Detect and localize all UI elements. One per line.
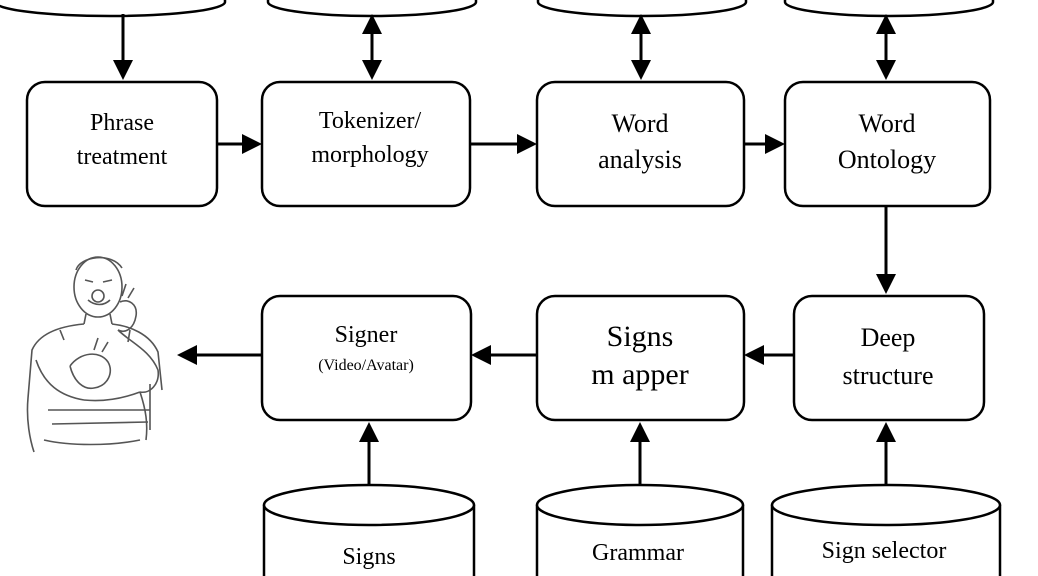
top-db-4 <box>783 0 995 18</box>
box-deep-structure: Deep structure <box>792 294 986 422</box>
arrow-db3-wordanalysis <box>631 14 651 80</box>
svg-text:analysis: analysis <box>598 145 682 174</box>
svg-text:Grammar: Grammar <box>592 540 684 566</box>
arrow-signer-to-figure <box>177 345 262 365</box>
arrow-grammar-db-to-mapper <box>630 422 650 484</box>
box-tokenizer-morphology: Tokenizer/ morphology <box>260 80 472 208</box>
db-signs: Signs <box>262 483 476 576</box>
svg-text:treatment: treatment <box>77 144 168 170</box>
svg-text:morphology: morphology <box>311 142 428 168</box>
svg-text:Signs: Signs <box>342 544 395 570</box>
arrow-db2-tokenizer <box>362 14 382 80</box>
db-sign-selector: Sign selector <box>770 483 1002 576</box>
arrow-deep-to-mapper <box>744 345 794 365</box>
arrow-ontology-to-deep <box>876 206 896 294</box>
top-db-3 <box>536 0 748 18</box>
sign-language-person-icon <box>26 256 163 453</box>
svg-text:Word: Word <box>858 109 915 138</box>
svg-text:Deep: Deep <box>861 323 916 352</box>
arrow-db1-to-phrase <box>113 14 133 80</box>
svg-text:m apper: m apper <box>591 358 688 391</box>
arrow-tokenizer-to-wordanalysis <box>470 134 537 154</box>
svg-text:Phrase: Phrase <box>90 110 154 136</box>
arrow-db4-ontology <box>876 14 896 80</box>
svg-text:(Video/Avatar): (Video/Avatar) <box>318 357 414 374</box>
box-word-ontology: Word Ontology <box>783 80 992 208</box>
arrow-signs-db-to-signer <box>359 422 379 484</box>
svg-text:Signs: Signs <box>607 320 674 353</box>
box-word-analysis: Word analysis <box>535 80 746 208</box>
svg-text:Signer: Signer <box>335 322 398 348</box>
box-signer: Signer (Video/Avatar) <box>260 294 473 422</box>
box-signs-mapper: Signs m apper <box>535 294 746 422</box>
box-phrase-treatment: Phrase treatment <box>25 80 219 208</box>
arrow-selector-db-to-deep <box>876 422 896 484</box>
svg-text:Sign selector: Sign selector <box>822 538 947 564</box>
arrow-wordanalysis-to-ontology <box>744 134 785 154</box>
top-db-2 <box>266 0 478 18</box>
svg-text:Tokenizer/: Tokenizer/ <box>319 108 422 134</box>
svg-text:Ontology: Ontology <box>838 145 936 174</box>
svg-text:Word: Word <box>611 109 668 138</box>
svg-text:structure: structure <box>843 361 934 390</box>
arrow-phrase-to-tokenizer <box>217 134 262 154</box>
db-grammar: Grammar <box>535 483 745 576</box>
top-db-1 <box>0 0 227 18</box>
arrow-mapper-to-signer <box>471 345 537 365</box>
